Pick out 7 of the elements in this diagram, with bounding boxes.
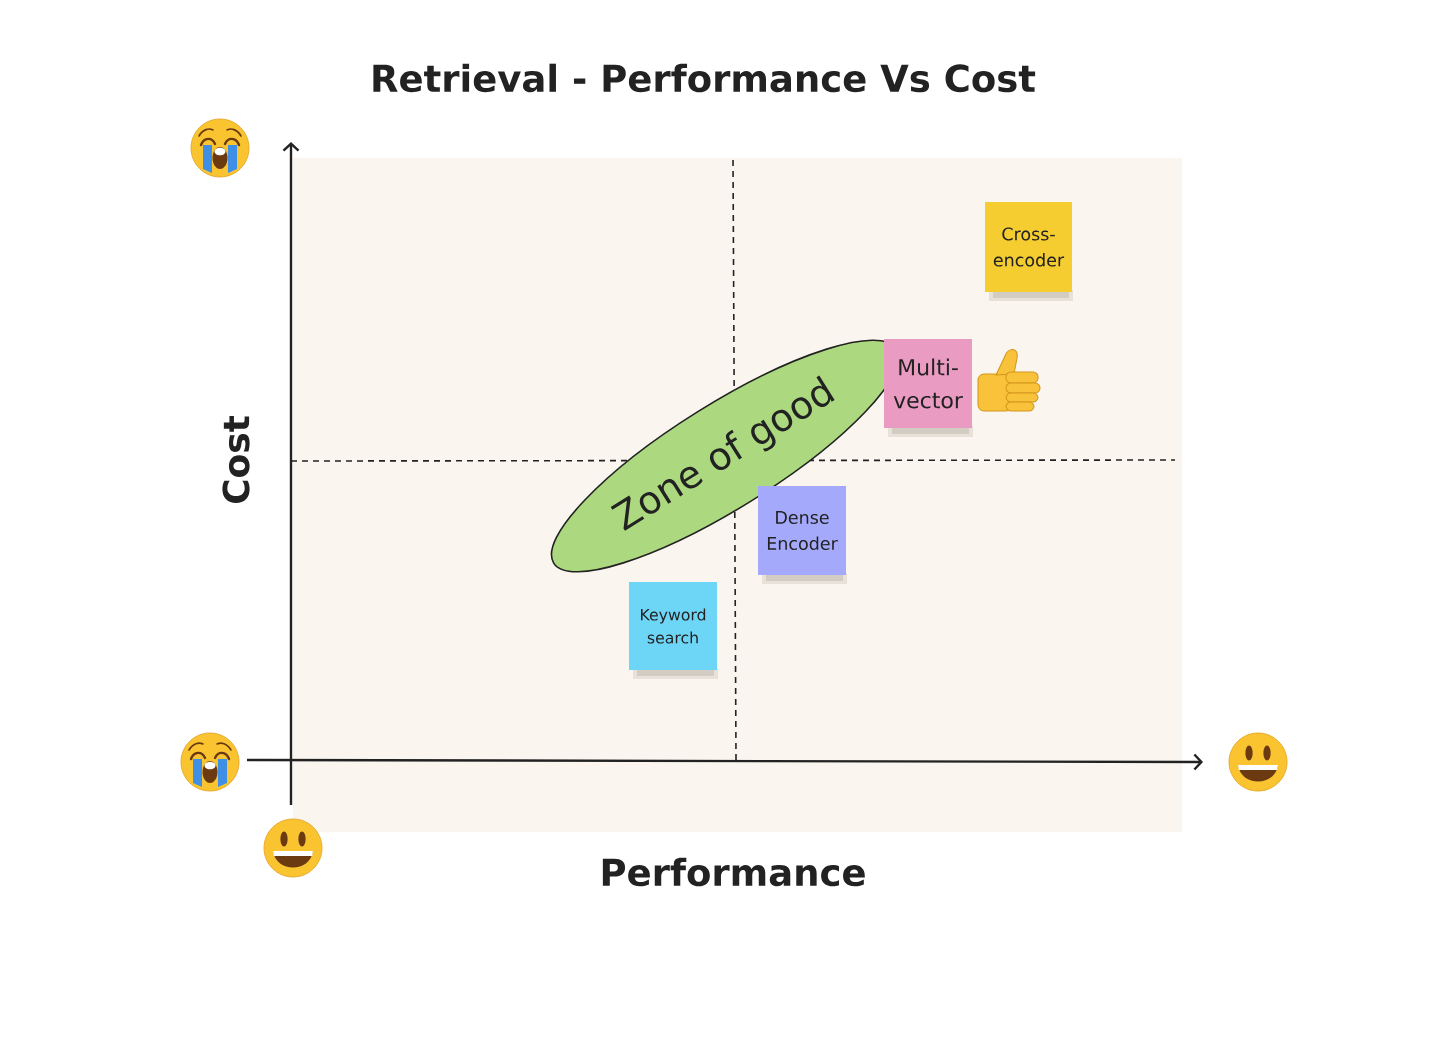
sticky-note: Keyword search xyxy=(629,582,718,679)
sticky-note: Multi- vector xyxy=(884,339,973,437)
title: Retrieval - Performance Vs Cost xyxy=(373,63,1036,93)
sticky-note: Cross- encoder xyxy=(985,202,1073,301)
sticky-note: Dense Encoder xyxy=(758,486,847,584)
axis-label: Performance xyxy=(602,857,865,887)
axis-label: Cost xyxy=(222,415,250,504)
